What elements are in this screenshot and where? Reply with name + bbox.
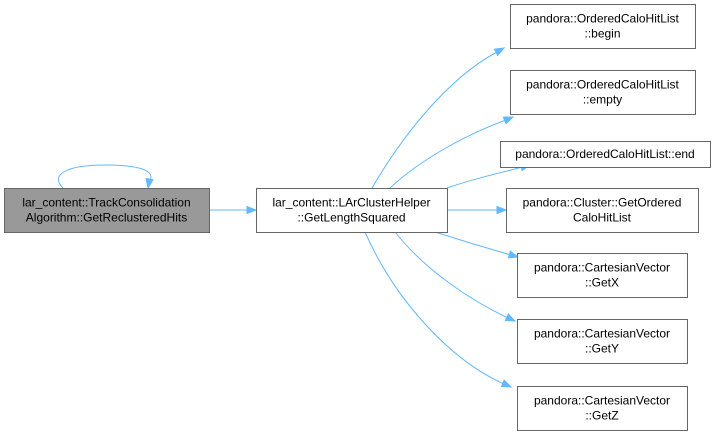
node-empty[interactable]: pandora::OrderedCaloHitList::empty [510,70,696,115]
node-label: pandora::CartesianVector [534,261,670,275]
node-label: pandora::OrderedCaloHitList [526,12,679,26]
edge-line [57,164,152,189]
node-label: Algorithm::GetReclusteredHits [26,211,187,225]
edge-line [364,231,505,385]
node-label: CaloHitList [573,211,632,225]
node-box[interactable] [4,188,210,233]
edge-line [434,231,512,256]
node-label: ::GetY [585,342,619,356]
arrowhead-icon [493,47,506,57]
node-label: ::empty [583,93,622,107]
node-begin[interactable]: pandora::OrderedCaloHitList::begin [510,4,696,49]
node-box[interactable] [510,70,696,115]
edge-root-root [57,164,154,190]
arrowhead-icon [507,250,520,259]
edge-line [446,166,524,189]
node-label: pandora::Cluster::GetOrdered [523,196,682,210]
node-label: ::GetZ [585,409,618,423]
node-getx[interactable]: pandora::CartesianVector::GetX [517,253,688,298]
edge-mid-gety [394,231,517,322]
arrowhead-icon [502,116,515,125]
node-label: ::GetLengthSquared [297,211,405,225]
edge-root-mid [209,205,258,215]
edge-line [394,231,509,319]
node-label: ::begin [584,27,620,41]
edge-mid-empty [389,116,515,189]
edge-mid-getx [434,231,520,259]
arrowhead-icon [500,379,513,388]
node-end[interactable]: pandora::OrderedCaloHitList::end [500,141,711,168]
call-edges [57,47,532,388]
node-box[interactable] [517,319,688,364]
node-label: ::GetX [585,276,619,290]
node-label: pandora::CartesianVector [534,394,670,408]
node-box[interactable] [517,386,688,431]
node-label: pandora::OrderedCaloHitList::end [515,147,694,161]
arrowhead-icon [145,177,154,190]
node-label: lar_content::LArClusterHelper [272,196,430,210]
node-box[interactable] [510,4,696,49]
call-nodes: lar_content::TrackConsolidationAlgorithm… [4,4,711,431]
edge-mid-begin [371,47,506,189]
edge-mid-getordered [447,205,508,215]
edge-mid-getz [364,231,513,388]
node-gety[interactable]: pandora::CartesianVector::GetY [517,319,688,364]
arrowhead-icon [496,205,508,215]
edge-line [389,119,507,189]
node-label: pandora::OrderedCaloHitList [526,78,679,92]
node-root[interactable]: lar_content::TrackConsolidationAlgorithm… [4,188,210,233]
arrowhead-icon [504,313,517,322]
node-mid[interactable]: lar_content::LArClusterHelper::GetLength… [256,188,448,233]
node-box[interactable] [500,141,711,168]
arrowhead-icon [246,205,258,215]
node-box[interactable] [506,188,699,233]
node-box[interactable] [517,253,688,298]
node-label: pandora::CartesianVector [534,327,670,341]
node-label: lar_content::TrackConsolidation [22,196,190,210]
node-box[interactable] [256,188,448,233]
edge-line [371,51,498,189]
node-getz[interactable]: pandora::CartesianVector::GetZ [517,386,688,431]
